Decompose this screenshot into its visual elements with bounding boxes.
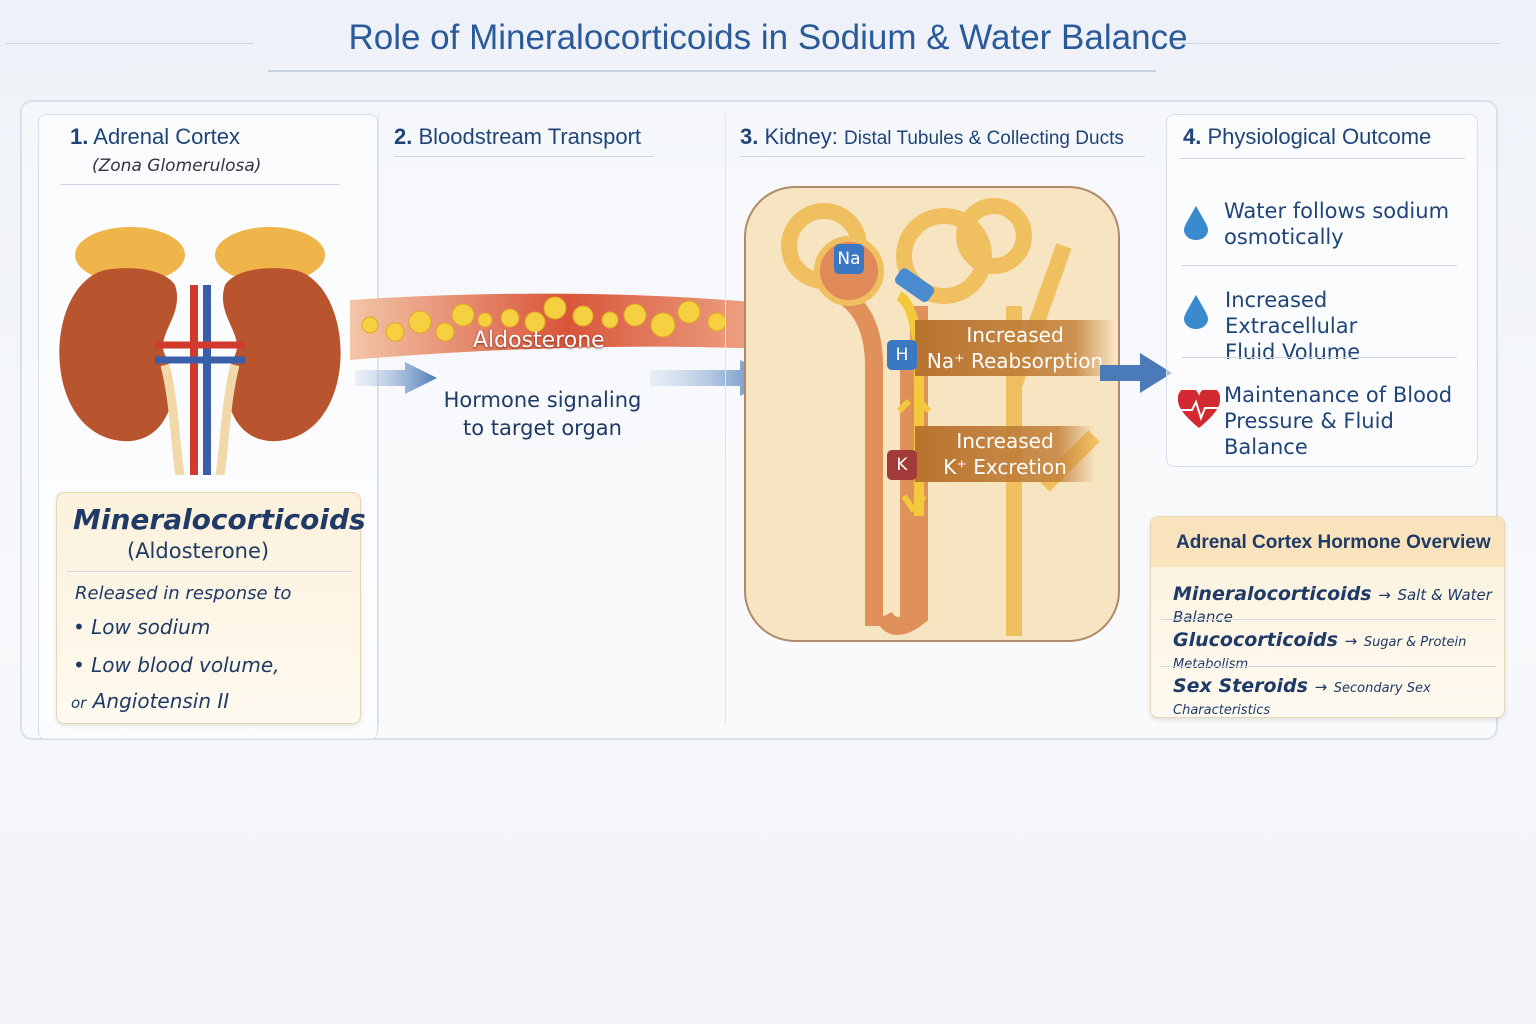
kidneys-illustration xyxy=(59,227,341,475)
panel-1-subtitle: (Zona Glomerulosa) xyxy=(92,156,262,176)
heart-pulse-icon xyxy=(1178,390,1220,428)
nephron-illustration xyxy=(744,186,1120,642)
card-bullet: • Low sodium xyxy=(73,615,211,639)
mineralocorticoids-card: Mineralocorticoids (Aldosterone) Release… xyxy=(56,492,366,724)
overview-title: Adrenal Cortex Hormone Overview xyxy=(1176,532,1491,553)
panel-4-title: 4. Physiological Outcome xyxy=(1183,124,1432,149)
water-drop-icon xyxy=(1184,295,1208,329)
potassium-ion-icon: K xyxy=(887,450,917,480)
panel-3-title: 3. Kidney: Distal Tubules & Collecting D… xyxy=(740,124,1124,149)
overview-row: Glucocorticoids → Sugar & Protein Metabo… xyxy=(1173,629,1467,672)
card-title: Mineralocorticoids xyxy=(73,503,366,536)
outcome-arrow-icon xyxy=(1100,353,1172,393)
title-rule-right xyxy=(1172,43,1500,44)
title-rule-left xyxy=(5,43,253,44)
title-underline xyxy=(268,70,1156,72)
hormone-overview-card: Adrenal Cortex Hormone Overview Mineralo… xyxy=(1150,516,1505,718)
card-bullet: or Angiotensin II xyxy=(71,689,230,713)
hydrogen-ion-icon: H xyxy=(887,340,917,370)
panel-1-title: 1. Adrenal Cortex xyxy=(70,124,241,149)
card-subtitle: (Aldosterone) xyxy=(127,539,270,563)
vessel-label: Aldosterone xyxy=(473,328,605,353)
card-bullet: • Low blood volume, xyxy=(73,653,280,677)
page-title: Role of Mineralocorticoids in Sodium & W… xyxy=(348,18,1188,57)
overview-row: Sex Steroids → Secondary Sex Characteris… xyxy=(1173,675,1431,718)
water-drop-icon xyxy=(1184,206,1208,240)
sodium-ion-icon: Na xyxy=(834,244,864,274)
panel-2-title: 2. Bloodstream Transport xyxy=(394,124,642,149)
overview-row: Mineralocorticoids → Salt & Water Balanc… xyxy=(1173,583,1492,626)
card-intro: Released in response to xyxy=(75,583,292,604)
